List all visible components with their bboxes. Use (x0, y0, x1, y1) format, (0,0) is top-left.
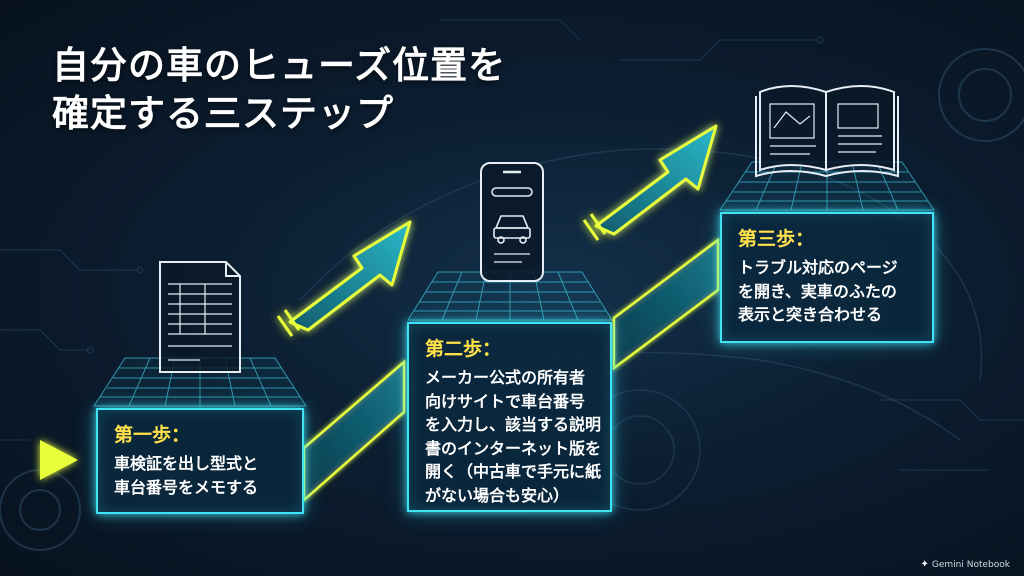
connector-step1-to-step2 (302, 359, 406, 503)
page-title: 自分の車のヒューズ位置を 確定する三ステップ (52, 42, 506, 138)
step-2-line: 向けサイトで車台番号 (425, 391, 586, 411)
step-2-box: 第二歩： メーカー公式の所有者 向けサイトで車台番号 を入力し、該当する説明 書… (407, 322, 612, 512)
platform-grid-step1 (93, 357, 307, 407)
step-2-line: がない場合も安心） (425, 485, 570, 505)
sparkle-icon: ✦ (920, 559, 929, 570)
step-1-line: 車台番号をメモする (114, 477, 259, 497)
step-2-line: 開く（中古車で手元に紙 (425, 462, 602, 481)
step-3-line: 表示と突き合わせる (738, 305, 883, 324)
background-circuit-lines (0, 19, 1024, 471)
arrow-step1-to-step2 (276, 220, 412, 337)
step-2-line: を入力し、該当する説明 (425, 415, 602, 434)
page-title-line-1: 自分の車のヒューズ位置を (52, 44, 507, 87)
step-2-line: 書のインターネット版を (425, 438, 602, 458)
step-1-box: 第一歩： 車検証を出し型式と 車台番号をメモする (96, 408, 304, 514)
step-2-heading: 第二歩： (425, 338, 502, 360)
step-3-line: を開き、実車のふたの (738, 281, 897, 301)
step-1-heading: 第一歩： (114, 424, 191, 446)
platform-grid-step3 (719, 161, 935, 211)
page-title-line-2: 確定する三ステップ (52, 92, 394, 135)
watermark: ✦ Gemini Notebook (921, 559, 1010, 570)
smartphone-car-icon (480, 162, 544, 282)
step-2-line: メーカー公式の所有者 (425, 368, 586, 387)
start-arrow-icon (40, 440, 78, 480)
step-3-heading: 第三歩： (738, 228, 815, 250)
connector-step2-to-step3 (612, 237, 720, 371)
open-manual-icon (755, 85, 899, 178)
step-3-box: 第三歩： トラブル対応のページ を開き、実車のふたの 表示と突き合わせる (720, 212, 934, 343)
step-3-line: トラブル対応のページ (738, 258, 898, 277)
document-icon (159, 261, 241, 373)
step-1-line: 車検証を出し型式と (114, 454, 259, 473)
watermark-text: Gemini Notebook (931, 559, 1010, 570)
arrow-step2-to-step3 (582, 124, 718, 241)
